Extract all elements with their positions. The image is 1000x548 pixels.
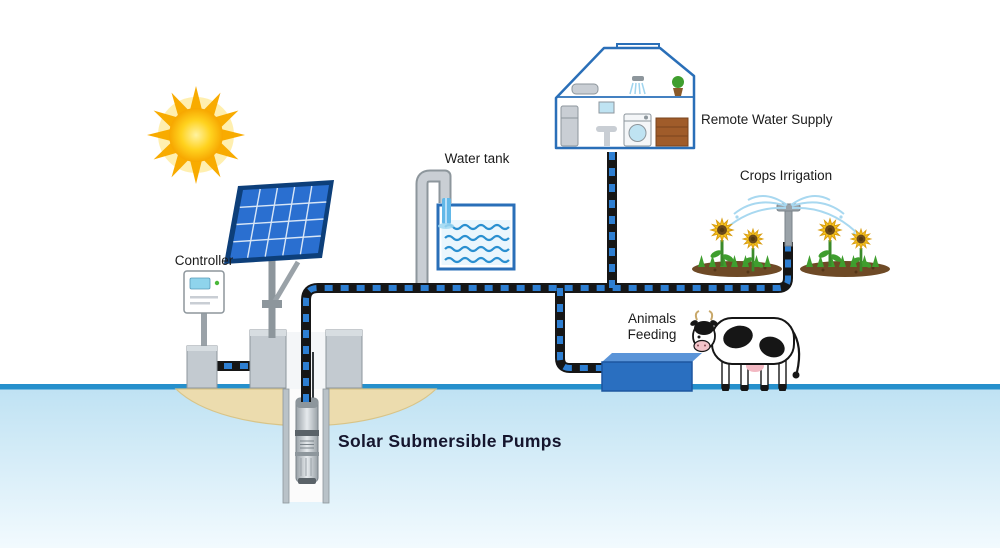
mirror-icon [598,101,615,114]
groundwater-area [0,389,1000,548]
grass [698,255,771,267]
diagram-title: Solar Submersible Pumps [338,431,562,451]
water-tank-icon [436,198,516,271]
pipe-outline [192,152,793,402]
sunflower-patch-right [800,217,890,277]
sink-icon [596,126,617,132]
water-tank-label: Water tank [444,151,510,166]
animals-feeding-label: Animals Feeding [602,311,702,343]
grass [806,255,879,267]
controller-icon [183,270,225,389]
gray-inlet-pipe-icon [415,169,452,293]
ground-line [0,384,1000,390]
shower-head-icon [632,76,644,81]
sprinkler-icon [721,195,857,247]
dresser-icon [655,117,689,147]
solar-panel-icon [224,180,334,338]
sun-icon [147,86,245,184]
controller-label: Controller [174,253,234,268]
pipe-network [192,152,793,402]
plant-icon [672,76,684,88]
bathtub-icon [571,83,599,95]
wellhead-blocks [249,329,363,389]
sunflower-patch-left [692,217,782,277]
remote-water-supply-label: Remote Water Supply [701,112,833,127]
animals-feeding-line2: Feeding [627,327,677,342]
animals-feeding-line1: Animals [627,311,676,326]
fridge-icon [560,105,579,147]
cow-icon [690,310,801,391]
crops-irrigation-label: Crops Irrigation [739,168,833,183]
house-icon [554,43,696,150]
feeding-trough-icon [601,353,702,392]
